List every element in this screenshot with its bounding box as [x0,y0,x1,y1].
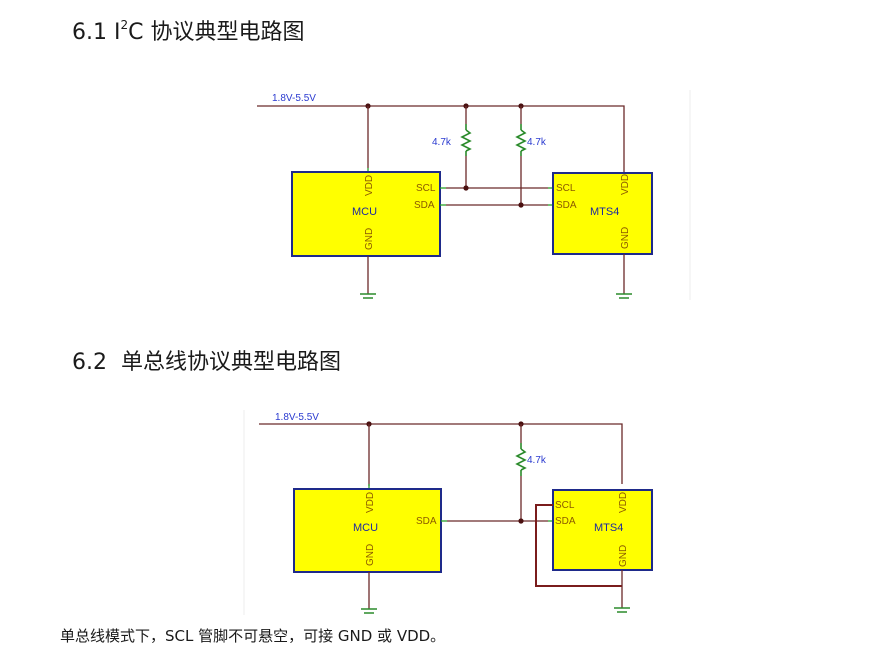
mts4-label: MTS4 [590,206,619,218]
mts4-pin-gnd: GND [618,545,629,567]
mcu-chip [293,488,442,573]
section-number: 6.1 [72,20,107,45]
mts4-pin-scl: SCL [555,500,575,511]
vdd-rail [259,423,623,484]
mts4-label: MTS4 [594,522,623,534]
resistor-scl-pullup [460,129,472,152]
scl-to-gnd-wire [535,504,622,587]
mts4-pin-gnd: GND [620,227,631,249]
mts4-pin-sda: SDA [555,516,576,527]
resistor-value-label: 4.7k [527,455,547,466]
section-heading-i2c: 6.1 I2C 协议典型电路图 [72,18,305,45]
single-bus-note: 单总线模式下，SCL 管脚不可悬空，可接 GND 或 VDD。 [60,627,446,645]
mcu-pin-gnd: GND [364,228,375,250]
mts4-pin-scl: SCL [556,183,576,194]
mcu-pin-sda: SDA [414,200,435,211]
mcu-label: MCU [353,522,378,534]
mts4-pin-sda: SDA [556,200,577,211]
section-heading-single-bus: 6.2 单总线协议典型电路图 [72,350,342,375]
mcu-chip [291,171,441,257]
ground-icon [361,608,377,614]
supply-voltage-label: 1.8V-5.5V [272,93,316,104]
mts4-chip [552,172,653,255]
mcu-pin-vdd: VDD [364,175,375,196]
resistor-sda-pullup [515,129,527,152]
section-number: 6.2 [72,350,107,375]
mcu-label: MCU [352,206,377,218]
vdd-rail [257,105,625,172]
ground-icon [360,293,376,299]
mcu-pin-scl: SCL [416,183,436,194]
supply-voltage-label: 1.8V-5.5V [275,412,319,423]
resistor-value-label: 4.7k [527,137,547,148]
mcu-pin-gnd: GND [365,544,376,566]
junction-dot [518,518,524,524]
resistor-sda-pullup [515,448,527,471]
mts4-pin-vdd: VDD [620,174,631,195]
ground-icon [614,607,630,613]
resistor-value-label: 4.7k [432,137,452,148]
mcu-pin-vdd: VDD [365,492,376,513]
junction-dot [518,202,524,208]
junction-dot [463,185,469,191]
mts4-pin-vdd: VDD [618,492,629,513]
ground-icon [616,293,632,299]
mts4-chip [552,489,653,571]
mcu-pin-sda: SDA [416,516,437,527]
